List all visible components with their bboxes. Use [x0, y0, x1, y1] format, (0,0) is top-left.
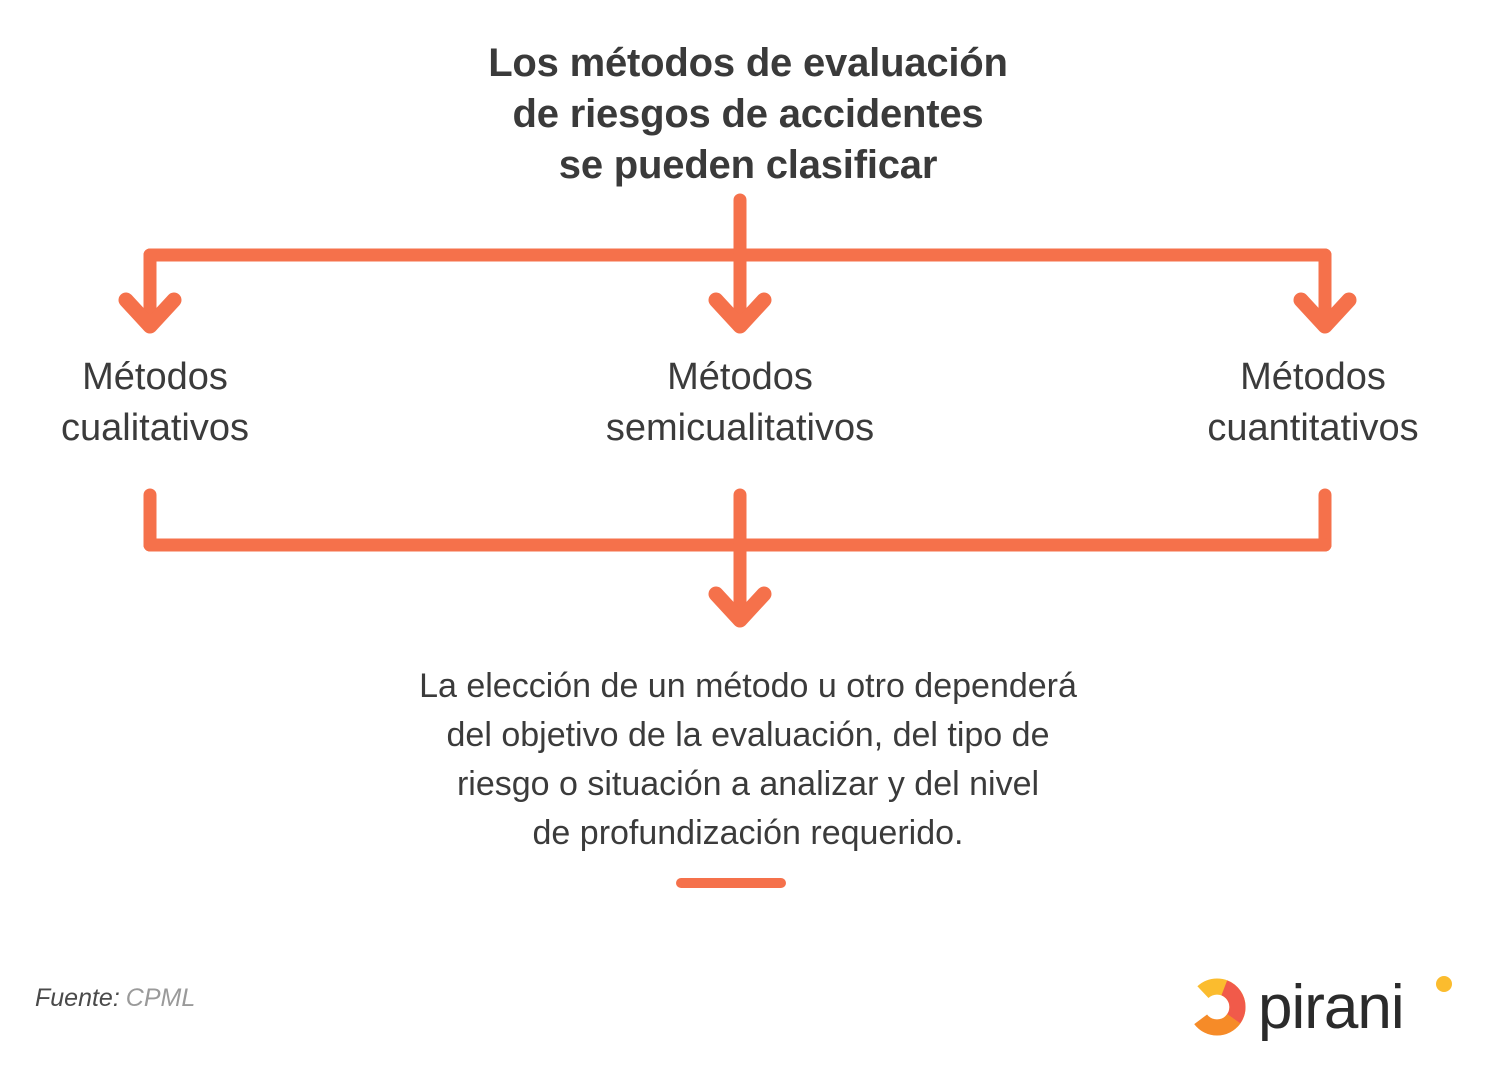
pirani-wordmark-text: pirani	[1258, 973, 1404, 1042]
arrowhead-left-icon	[118, 292, 182, 334]
pirani-donut-icon	[1188, 978, 1246, 1036]
pirani-wordmark: pirani	[1258, 973, 1452, 1042]
arrowhead-right-icon	[1293, 292, 1357, 334]
source-label: Fuente:	[35, 984, 120, 1012]
pirani-dot-icon	[1436, 976, 1452, 992]
category-semiqualitative: Métodos semicualitativos	[605, 356, 875, 449]
arrowhead-conclusion-icon	[708, 586, 772, 628]
conclusion-text: La elección de un método u otro depender…	[419, 667, 1077, 852]
page-title: Los métodos de evaluación de riesgos de …	[488, 41, 1008, 188]
category-quantitative: Métodos cuantitativos	[1207, 356, 1419, 449]
accent-divider	[676, 878, 786, 888]
source-credit: Fuente:CPML	[35, 984, 195, 1013]
arrowhead-center-icon	[708, 292, 772, 334]
source-value: CPML	[125, 984, 196, 1012]
category-list: Métodos cualitativos Métodos semicualita…	[0, 352, 1496, 462]
category-qualitative: Métodos cualitativos	[61, 356, 249, 449]
pirani-logo: pirani	[1186, 968, 1468, 1046]
